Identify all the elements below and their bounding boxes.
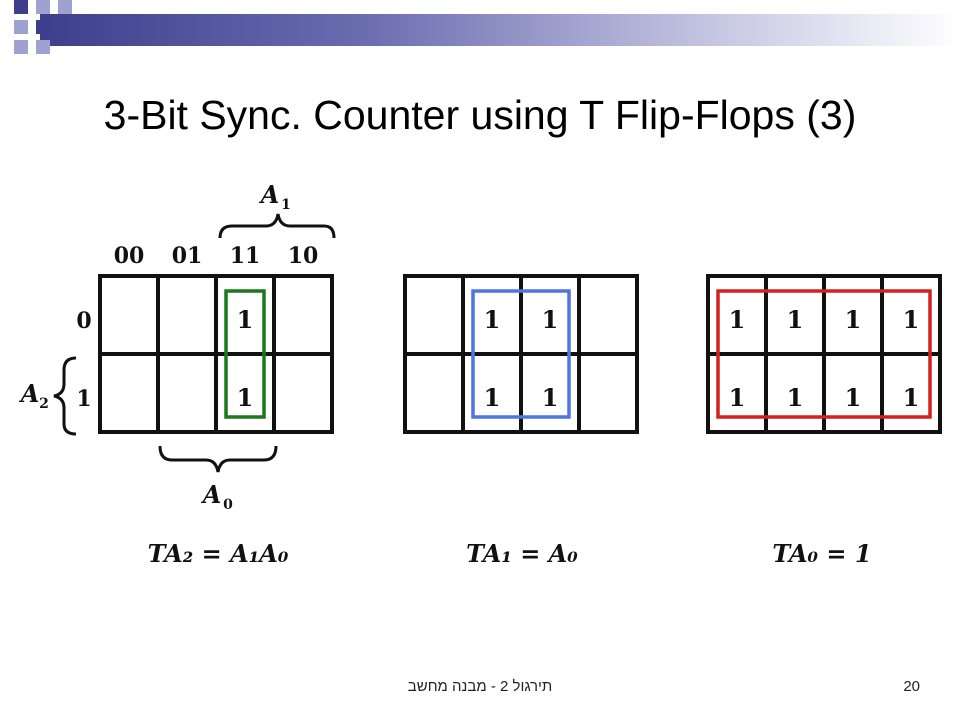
- kmap-equation: TA₀ = 1: [772, 539, 871, 568]
- slide-number: 20: [903, 678, 920, 695]
- kmap-cell-value: 1: [542, 383, 559, 412]
- kmap-cell-value: 1: [484, 305, 501, 334]
- kmap-variable-subscript: 1: [281, 197, 291, 213]
- kmap-cell-value: 1: [542, 305, 559, 334]
- footer-text: תירגול 2 - מבנה מחשב: [407, 678, 553, 695]
- kmap-cell-value: 1: [729, 305, 746, 334]
- kmap-brace: [218, 213, 336, 239]
- header-square: [14, 20, 28, 34]
- kmap-cell-value: 1: [787, 383, 804, 412]
- kmap-cell-value: 1: [845, 383, 862, 412]
- header-square: [14, 40, 28, 54]
- kmap-variable-label: A: [201, 480, 222, 509]
- kmap-cell-value: 1: [237, 383, 254, 412]
- header-square: [14, 0, 28, 14]
- header-gradient-bar: [40, 14, 960, 46]
- header-square: [36, 40, 50, 54]
- kmap-group-loop: [471, 289, 571, 419]
- kmap-variable-label: A: [19, 379, 40, 408]
- kmap-column-label: 01: [172, 243, 203, 269]
- kmap-cell-value: 1: [787, 305, 804, 334]
- kmap-column-label: 00: [114, 243, 145, 269]
- kmap-row-label: 0: [76, 308, 91, 334]
- kmap-brace: [53, 356, 77, 436]
- kmap-column-label: 11: [230, 243, 261, 269]
- kmap-brace: [158, 445, 278, 473]
- kmap-cell-value: 1: [237, 305, 254, 334]
- kmap-cell-value: 1: [903, 383, 920, 412]
- kmap-variable-subscript: 2: [39, 396, 49, 412]
- header-square: [36, 0, 50, 14]
- kmap-equation: TA₂ = A₁A₀: [148, 539, 289, 568]
- kmap-group-loop: [716, 289, 932, 419]
- kmap-variable-label: A: [259, 180, 280, 209]
- kmap-cell-value: 1: [729, 383, 746, 412]
- slide-title: 3-Bit Sync. Counter using T Flip-Flops (…: [103, 92, 857, 138]
- kmap-column-label: 10: [288, 243, 319, 269]
- kmap-group-loop: [224, 289, 266, 419]
- kmap-variable-subscript: 0: [223, 497, 233, 513]
- header-square: [36, 20, 50, 34]
- kmap-cell-value: 1: [903, 305, 920, 334]
- kmap-equation: TA₁ = A₀: [466, 539, 578, 568]
- kmap-cell-value: 1: [484, 383, 501, 412]
- kmap-row-label: 1: [76, 386, 91, 412]
- kmap-cell-value: 1: [845, 305, 862, 334]
- header-square: [58, 0, 72, 14]
